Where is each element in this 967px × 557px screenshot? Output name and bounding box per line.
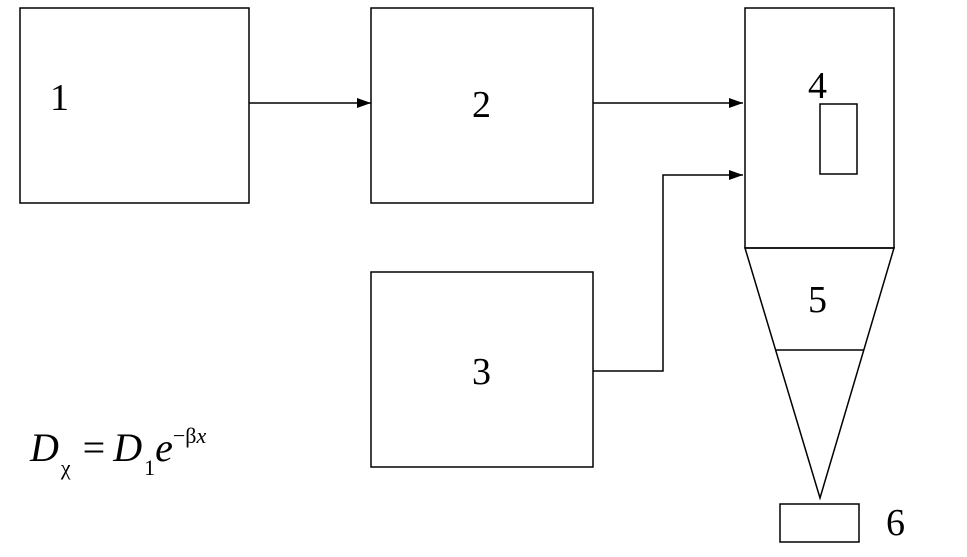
arrow-3-to-4 [593,170,743,372]
block-6-label: 6 [886,502,905,544]
formula-equals: = [82,425,106,470]
block-3-label: 3 [472,351,491,393]
formula-lhs-sub: χ [60,455,71,480]
block-6 [779,503,860,543]
block-4-inner-element [819,103,858,175]
formula-rhs-var: D [113,425,143,470]
formula-exp-sign: −β [172,423,197,448]
cone-5 [743,247,896,501]
block-1-label: 1 [50,77,69,119]
formula-rhs-sub: 1 [144,455,156,480]
block-4-label: 4 [808,65,827,107]
block-2 [370,7,594,204]
decay-formula: Dχ=D1e−βx [30,425,206,479]
formula-lhs-var: D [30,425,59,470]
formula-exponent: −βx [173,423,206,448]
block-2-label: 2 [472,84,491,126]
block-3 [370,271,594,468]
cone-5-label: 5 [808,279,827,321]
formula-exp-var: x [196,423,207,448]
formula-base: e [155,425,173,470]
block-1 [19,7,250,204]
